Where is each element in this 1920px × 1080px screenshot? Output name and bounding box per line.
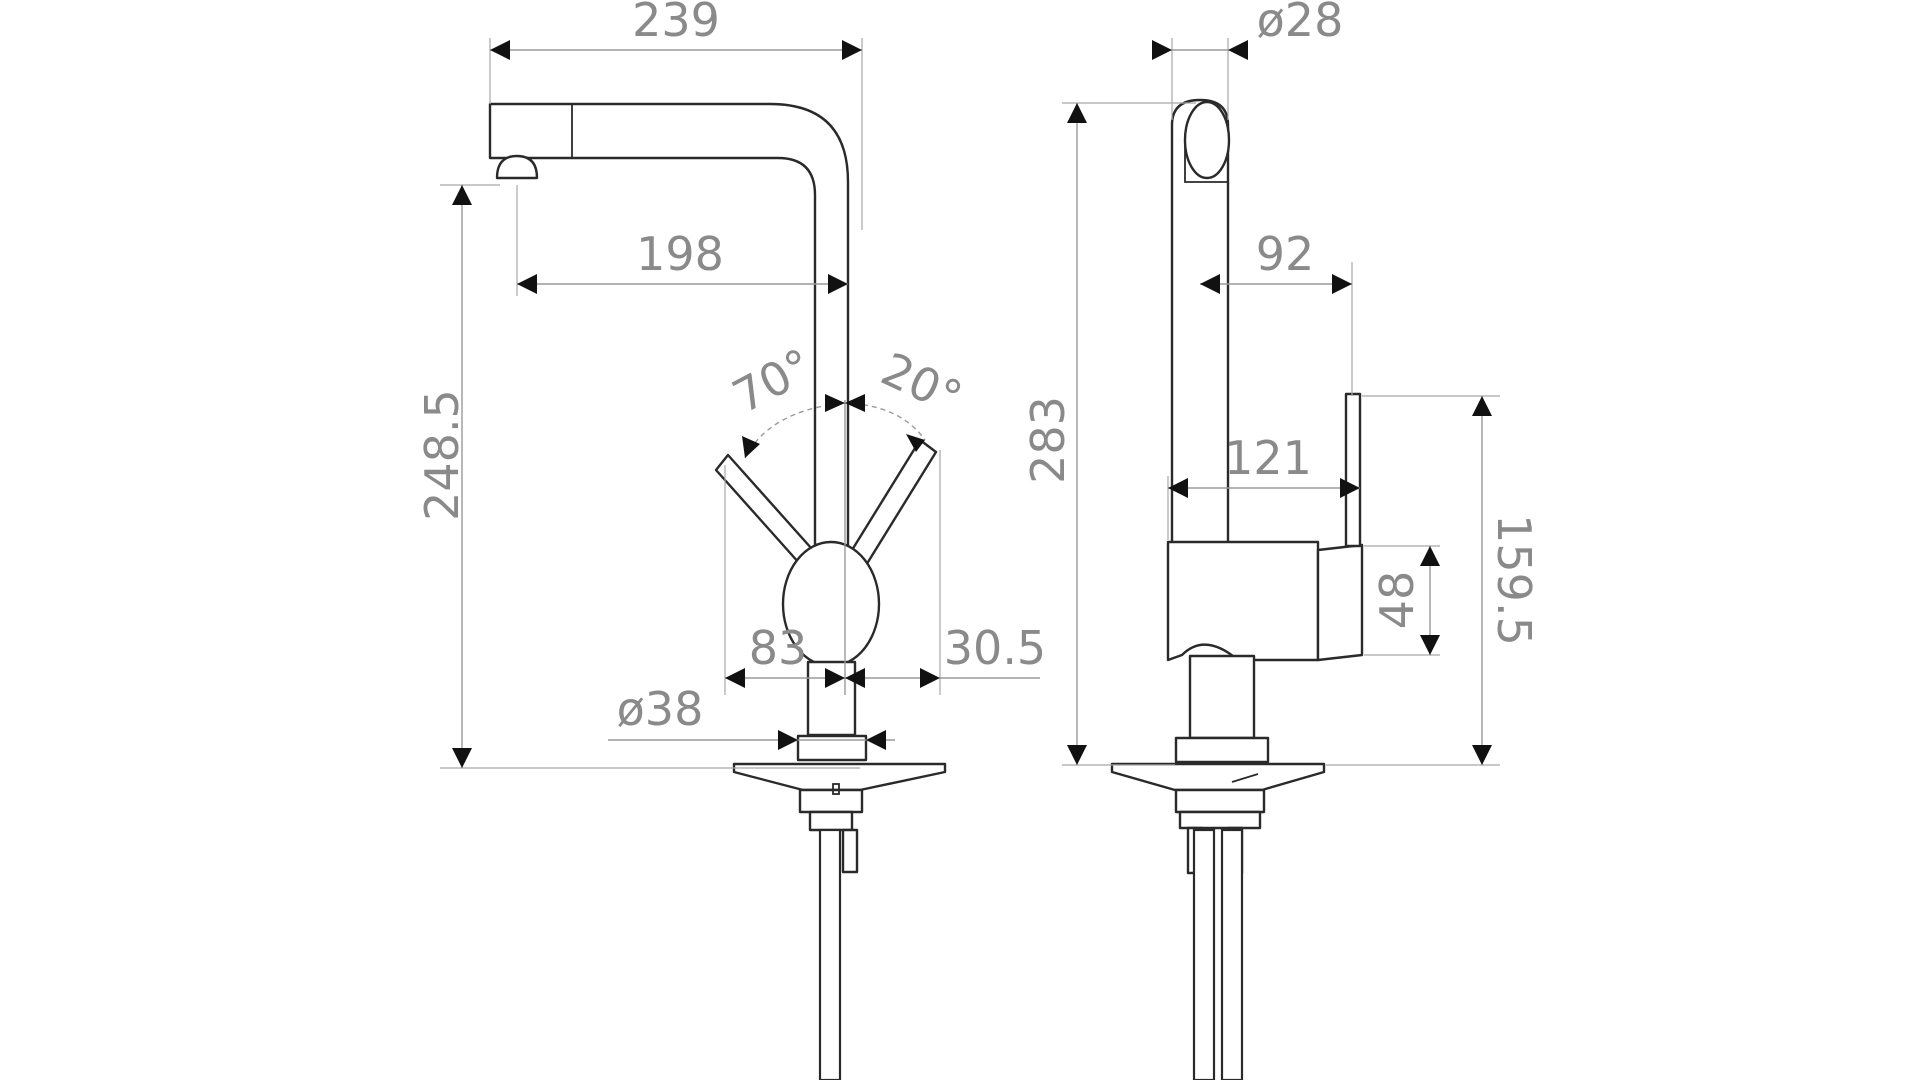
label-tube-diameter: ø28	[1257, 0, 1344, 47]
dim-total-height: 283	[1021, 102, 1196, 766]
label-lever-span-right: 30.5	[944, 621, 1046, 675]
dim-tube-diameter: ø28	[1152, 0, 1343, 120]
front-threaded-stud	[841, 828, 859, 874]
side-tube-cap	[1183, 100, 1231, 180]
dim-spout-width: 239	[489, 0, 863, 230]
front-aerator	[495, 154, 539, 180]
label-spout-height: 248.5	[415, 389, 469, 521]
label-spout-reach: 198	[636, 227, 724, 281]
side-handle-lever	[1344, 392, 1362, 548]
dim-handle-height: 48	[1364, 545, 1440, 656]
side-hose-right	[1220, 828, 1244, 1080]
side-view: ø28 283 92 121	[1021, 0, 1541, 1080]
dim-base-diameter: ø38	[608, 682, 895, 750]
dim-body-depth: 121	[1167, 431, 1360, 540]
side-handle-block	[1316, 543, 1364, 662]
label-lever-angle-left: 70°	[724, 338, 821, 424]
label-handle-top-height: 159.5	[1487, 514, 1541, 646]
label-body-depth: 121	[1224, 431, 1312, 485]
side-mount-plate	[1110, 762, 1326, 792]
dim-spout-reach: 198	[516, 185, 848, 296]
front-hose	[818, 828, 842, 1080]
side-column	[1188, 654, 1256, 740]
label-base-diameter: ø38	[617, 682, 704, 736]
label-spout-width: 239	[632, 0, 720, 47]
front-spout	[488, 102, 850, 562]
dim-lever-span: 83 30.5	[724, 450, 1046, 695]
dim-handle-offset: 92	[1200, 227, 1353, 396]
label-handle-offset: 92	[1256, 227, 1315, 281]
front-view: 239 198 248.5 70°	[415, 0, 1046, 1080]
label-total-height: 283	[1021, 396, 1075, 484]
label-lever-angle-right: 20°	[873, 342, 970, 425]
dim-handle-top-height: 159.5	[1326, 395, 1541, 766]
side-tube	[1170, 98, 1230, 547]
side-collar	[1174, 736, 1270, 764]
side-body	[1166, 540, 1320, 662]
dim-spout-height: 248.5	[415, 184, 860, 769]
label-handle-height: 48	[1370, 571, 1424, 630]
label-lever-span-left: 83	[749, 621, 808, 675]
side-hose-left	[1192, 828, 1216, 1080]
